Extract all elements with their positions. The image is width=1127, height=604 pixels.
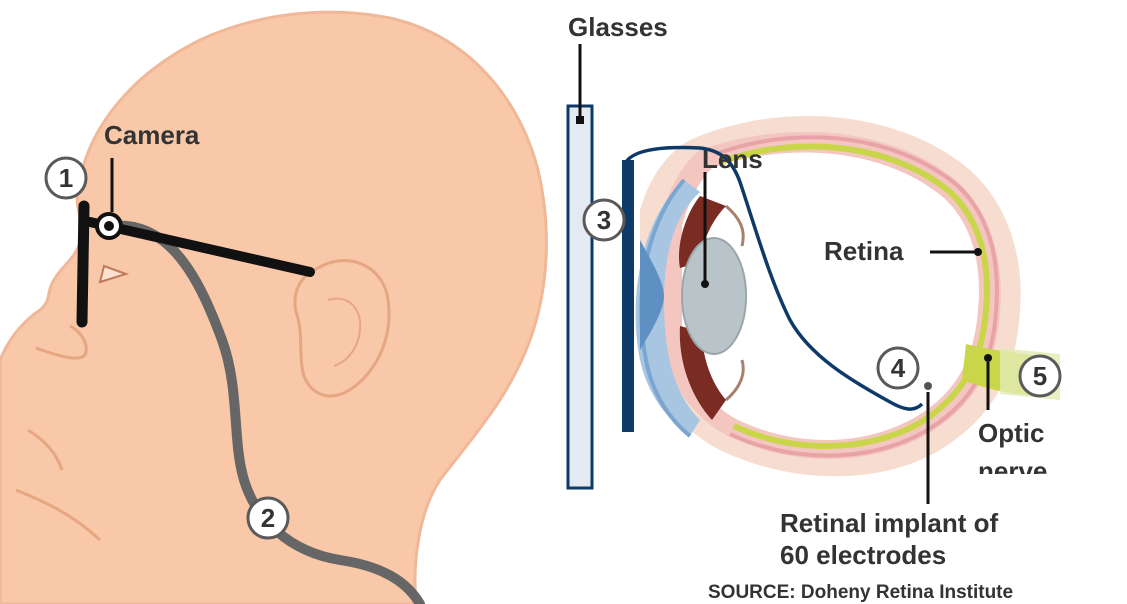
marker-3: 3 (584, 200, 624, 240)
lens-label: Lens (702, 144, 763, 174)
svg-text:5: 5 (1033, 361, 1047, 391)
marker-4: 4 (878, 348, 918, 388)
svg-text:1: 1 (59, 163, 73, 193)
retina-label: Retina (824, 236, 904, 266)
implant-electrode (924, 382, 932, 390)
source-credit: SOURCE: Doheny Retina Institute (708, 582, 1013, 603)
marker-5: 5 (1020, 356, 1060, 396)
optic-label-line2: nerve (978, 456, 1047, 486)
lens-shape (682, 238, 746, 354)
optic-label-clip: nerve (978, 456, 1047, 486)
marker-2: 2 (248, 498, 288, 538)
camera-icon (97, 214, 121, 238)
glasses-lens-frame (82, 206, 84, 322)
transmitter-bar (622, 160, 634, 432)
marker-1: 1 (46, 158, 86, 198)
svg-text:2: 2 (261, 503, 275, 533)
optic-point (984, 354, 992, 362)
glasses-panel (568, 106, 592, 488)
svg-text:4: 4 (891, 353, 906, 383)
implant-label-line1: Retinal implant of (780, 508, 998, 538)
svg-text:3: 3 (597, 205, 611, 235)
glasses-label: Glasses (568, 12, 668, 42)
retina-point (974, 248, 982, 256)
camera-label: Camera (104, 120, 200, 150)
implant-label-line2: 60 electrodes (780, 540, 946, 570)
optic-label-line1: Optic (978, 418, 1044, 448)
